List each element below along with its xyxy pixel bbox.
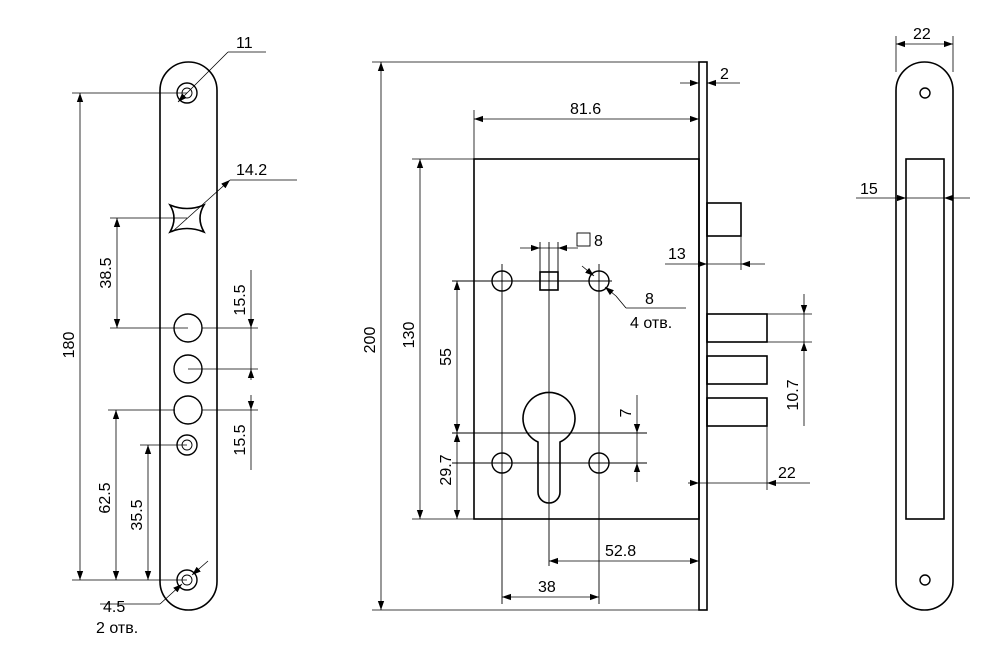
label-22-body: 22 <box>778 465 796 482</box>
faceplate-outline <box>159 61 218 611</box>
dim-10-7: 10.7 <box>767 294 812 426</box>
side-plate-outline <box>895 61 954 611</box>
label-8: 8 <box>645 291 654 308</box>
label-38: 38 <box>538 579 556 596</box>
dim-130: 130 <box>401 158 474 520</box>
label-10-7: 10.7 <box>785 379 802 410</box>
label-11: 11 <box>236 35 253 52</box>
dim-200: 200 <box>362 61 699 611</box>
dim-62-5: 62.5 <box>97 409 175 580</box>
dim-52-8: 52.8 <box>549 543 699 565</box>
dim-22-body: 22 <box>688 426 810 490</box>
square-symbol <box>576 232 591 247</box>
dim-7: 7 <box>618 395 641 482</box>
label-35-5: 35.5 <box>129 499 146 530</box>
dim-2: 2 <box>680 66 740 87</box>
latch <box>706 202 742 237</box>
label-7: 7 <box>618 408 635 417</box>
lock-body-view: 2 81.6 200 130 8 <box>362 61 812 611</box>
dim-55: 55 <box>438 281 461 433</box>
label-2: 2 <box>720 66 729 83</box>
label-15: 15 <box>860 181 878 198</box>
label-130: 130 <box>401 322 418 349</box>
label-2-holes: 2 отв. <box>96 620 138 637</box>
label-180: 180 <box>61 332 78 359</box>
bolt-2 <box>706 355 768 385</box>
bolt-1 <box>706 313 768 343</box>
label-14-2: 14.2 <box>236 162 267 179</box>
bolt-3 <box>706 397 768 427</box>
label-15-5-top: 15.5 <box>232 284 249 315</box>
dim-35-5: 35.5 <box>129 444 187 580</box>
faceplate-side-view: 22 15 <box>856 26 970 611</box>
dim-22-plate: 22 <box>895 26 954 72</box>
label-62-5: 62.5 <box>97 482 114 513</box>
label-4-5: 4.5 <box>103 599 125 616</box>
label-52-8: 52.8 <box>605 543 636 560</box>
dim-38-5: 38.5 <box>98 217 188 329</box>
dim-4-5: 4.5 2 отв. <box>96 560 209 637</box>
dim-15-5-top: 15.5 <box>188 270 258 380</box>
dim-13: 13 <box>665 236 765 270</box>
label-4-holes: 4 отв. <box>630 315 672 332</box>
dim-14-2: 14.2 <box>171 162 297 233</box>
dim-81-6: 81.6 <box>473 101 699 159</box>
latch-opening <box>168 203 206 234</box>
dim-29-7: 29.7 <box>438 433 461 519</box>
dim-180: 180 <box>61 92 187 581</box>
label-13: 13 <box>668 246 686 263</box>
dim-square-8: 8 <box>520 232 603 272</box>
dim-11: 11 <box>177 35 266 103</box>
faceplate-view: 11 14.2 180 38.5 15.5 <box>61 35 297 637</box>
bolt-hole-3 <box>173 395 203 425</box>
side-bottom-hole <box>919 574 931 586</box>
label-square-8: 8 <box>594 233 603 250</box>
side-top-hole <box>919 87 931 99</box>
dim-15-5-bottom: 15.5 <box>202 327 258 470</box>
cylinder-cutout <box>522 391 576 504</box>
label-22-plate: 22 <box>913 26 931 43</box>
dim-38: 38 <box>502 579 599 601</box>
dim-15: 15 <box>856 181 970 202</box>
side-center-slot <box>905 158 945 520</box>
lock-body <box>473 158 700 520</box>
label-200: 200 <box>362 327 379 354</box>
label-29-7: 29.7 <box>438 454 455 485</box>
label-38-5: 38.5 <box>98 257 115 288</box>
label-15-5-bottom: 15.5 <box>232 424 249 455</box>
dim-8-holes: 8 4 отв. <box>581 265 686 332</box>
label-81-6: 81.6 <box>570 101 601 118</box>
label-55: 55 <box>438 348 455 366</box>
faceplate-edge <box>698 61 708 611</box>
